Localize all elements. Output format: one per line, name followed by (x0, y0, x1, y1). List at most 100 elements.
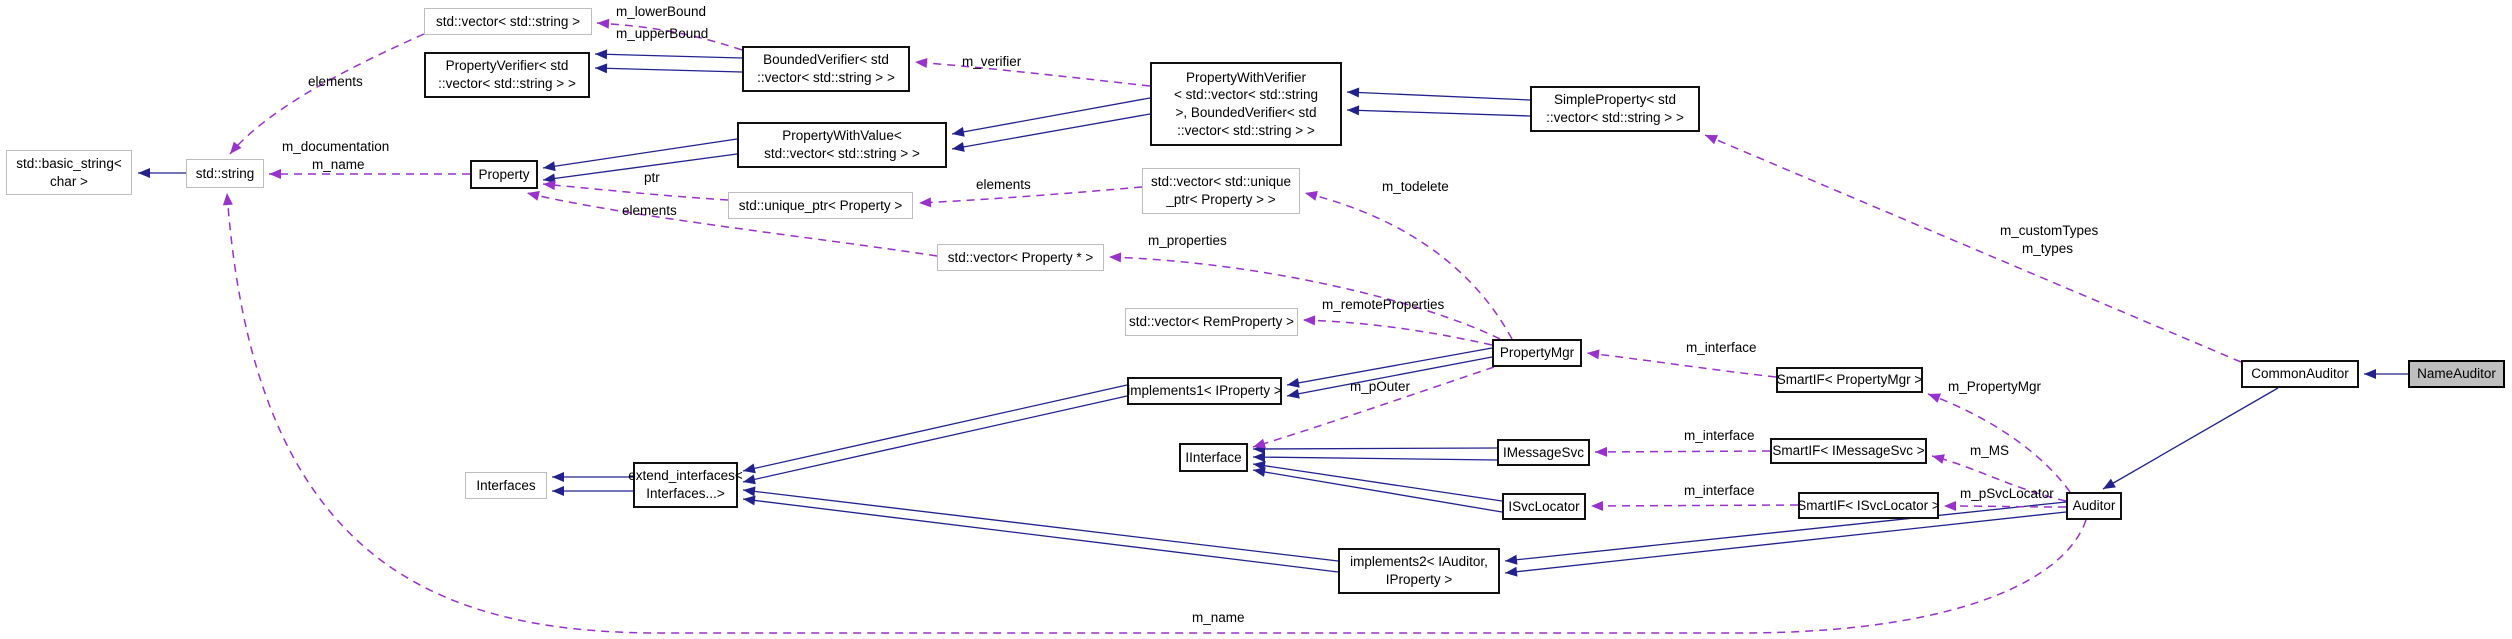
node-isvclocator[interactable]: ISvcLocator (1502, 493, 1586, 520)
edge-label-elements-strings: elements (308, 74, 363, 89)
edge-label-m-interface-imessagesvc: m_interface (1684, 428, 1755, 443)
node-smartif-propertymgr[interactable]: SmartIF< PropertyMgr > (1776, 367, 1923, 393)
node-name-auditor: NameAuditor (2408, 360, 2505, 388)
edge-elements-vecpropptr-to-property (526, 191, 938, 257)
node-label: Property (478, 166, 530, 182)
node-label: IInterface (1185, 449, 1242, 465)
edge-implements2-to-extendinterfaces-1 (742, 486, 1339, 562)
edge-imessagesvc-to-iinterface-2 (1252, 452, 1498, 463)
node-property-with-value[interactable]: PropertyWithValue< std::vector< std::str… (737, 122, 947, 168)
node-label: std::vector< std::string > (435, 13, 581, 29)
edge-implements1-to-extendinterfaces-1 (742, 384, 1128, 474)
edge-mproperties-propertymgr-to-vecpropptr (1108, 252, 1501, 340)
edge-isvclocator-to-iinterface-1 (1252, 460, 1503, 502)
node-bounded-verifier[interactable]: BoundedVerifier< std ::vector< std::stri… (742, 46, 910, 92)
node-label: std::basic_string< (16, 155, 122, 171)
edge-mcustomtypes-commonauditor-to-simpleproperty (1704, 134, 2242, 363)
edge-label-m-types: m_types (2022, 241, 2074, 256)
node-label: BoundedVerifier< std (763, 52, 889, 68)
node-label: IProperty > (1385, 572, 1453, 587)
node-std-basic-string: std::basic_string< char > (6, 150, 132, 195)
edge-propertywithvalue-to-property-1 (542, 138, 738, 172)
node-property-with-verifier[interactable]: PropertyWithVerifier < std::vector< std:… (1150, 62, 1342, 146)
edge-ptr-uniqueptr-to-property (542, 180, 729, 201)
edge-boundedverifier-to-propertyverifier-2 (594, 63, 743, 74)
node-label: implements1< IProperty > (1127, 383, 1282, 399)
edge-mpropertymgr-auditor-to-smartifpm (1927, 393, 2071, 493)
node-common-auditor[interactable]: CommonAuditor (2241, 360, 2359, 388)
node-label: SimpleProperty< std (1554, 92, 1676, 108)
edge-implements1-to-extendinterfaces-2 (742, 395, 1128, 485)
node-label: SmartIF< IMessageSvc > (1772, 443, 1925, 459)
node-property[interactable]: Property (470, 160, 538, 189)
edge-mpouter-propertymgr-to-iinterface (1252, 366, 1495, 449)
edge-label-m-pouter: m_pOuter (1350, 379, 1411, 394)
edge-simpleproperty-to-propertywithverifier-1 (1346, 87, 1531, 101)
node-std-vector-remproperty: std::vector< RemProperty > (1125, 308, 1298, 336)
edge-minterface-smartifms-to-imessagesvc (1594, 446, 1771, 457)
node-label: ISvcLocator (1508, 498, 1580, 514)
edge-label-m-todelete: m_todelete (1382, 179, 1449, 194)
edge-mms-auditor-to-smartifms (1931, 454, 2067, 502)
edge-simpleproperty-to-propertywithverifier-2 (1346, 105, 1531, 117)
node-auditor[interactable]: Auditor (2066, 492, 2122, 520)
node-implements2-iauditor-iproperty[interactable]: implements2< IAuditor, IProperty > (1338, 548, 1500, 594)
node-property-mgr[interactable]: PropertyMgr (1492, 339, 1582, 367)
node-iinterface[interactable]: IInterface (1179, 443, 1248, 472)
node-property-verifier[interactable]: PropertyVerifier< std ::vector< std::str… (424, 52, 590, 98)
node-std-unique-ptr-property: std::unique_ptr< Property > (728, 192, 913, 219)
edge-label-m-interface-propertymgr: m_interface (1686, 340, 1757, 355)
edge-mtodelete-propertymgr-to-vecunique (1304, 191, 1513, 340)
node-extend-interfaces[interactable]: extend_interfaces< Interfaces...> (628, 462, 743, 508)
edge-commonauditor-to-auditor (2102, 387, 2279, 490)
node-label: PropertyWithValue< (782, 128, 902, 144)
edge-bounds-boundedverifier-to-vecstring (596, 18, 743, 51)
node-label: SmartIF< PropertyMgr > (1776, 372, 1923, 388)
node-implements1-iproperty[interactable]: implements1< IProperty > (1127, 377, 1282, 405)
edge-label-m-remoteproperties: m_remoteProperties (1322, 297, 1445, 312)
node-label: _ptr< Property > > (1166, 192, 1276, 207)
node-smartif-imessagesvc[interactable]: SmartIF< IMessageSvc > (1770, 438, 1927, 464)
edge-label-m-psvclocator: m_pSvcLocator (1960, 486, 2054, 501)
node-label: std::vector< RemProperty > (1128, 314, 1295, 330)
edge-label-ptr: ptr (644, 170, 660, 185)
edge-mverifier-propertywithverifier-to-boundedverifier (914, 57, 1151, 87)
node-label: PropertyMgr (1499, 345, 1575, 361)
edge-boundedverifier-to-propertyverifier-1 (594, 49, 743, 60)
edge-label-elements-properties: elements (622, 203, 677, 218)
edge-label-m-name-property: m_name (312, 157, 365, 172)
node-imessagesvc[interactable]: IMessageSvc (1497, 439, 1590, 466)
node-label: Interfaces...> (646, 486, 725, 501)
node-label: ::vector< std::string > > (1177, 122, 1315, 138)
edge-minterface-smartifpm-to-propertymgr (1586, 349, 1777, 378)
node-std-string: std::string (186, 159, 264, 188)
node-label: CommonAuditor (2251, 366, 2349, 382)
node-label: ::vector< std::string > > (757, 70, 895, 85)
node-label: PropertyVerifier< std (445, 58, 569, 74)
edge-mname-auditor-to-stdstring (222, 192, 2087, 634)
node-label: implements2< IAuditor, (1350, 554, 1488, 570)
edge-label-m-documentation: m_documentation (282, 139, 390, 154)
edge-propertymgr-to-implements1-1 (1286, 347, 1493, 388)
edge-auditor-to-implements2-1 (1504, 501, 2067, 565)
node-label: std::vector< std::string > > (764, 146, 920, 161)
node-label: Interfaces (476, 477, 536, 493)
edge-label-m-verifier: m_verifier (962, 54, 1022, 69)
node-interfaces: Interfaces (465, 472, 547, 499)
node-simple-property[interactable]: SimpleProperty< std ::vector< std::strin… (1530, 86, 1700, 132)
node-label: std::vector< std::unique (1151, 174, 1291, 190)
node-label: char > (50, 173, 88, 189)
edge-isvclocator-to-iinterface-2 (1252, 467, 1503, 513)
node-label: SmartIF< ISvcLocator > (1797, 497, 1940, 513)
node-label: PropertyWithVerifier (1185, 69, 1307, 85)
node-label: std::string (195, 165, 255, 181)
node-label: < std::vector< std::string (1173, 87, 1319, 103)
node-smartif-isvclocator[interactable]: SmartIF< ISvcLocator > (1797, 492, 1940, 519)
node-std-vector-property-ptr: std::vector< Property * > (937, 244, 1104, 271)
node-label: std::unique_ptr< Property > (738, 197, 903, 213)
edge-minterface-smartifsl-to-isvclocator (1590, 500, 1799, 511)
edge-label-m-customtypes: m_customTypes (2000, 223, 2099, 238)
node-label: ::vector< std::string > > (1546, 110, 1684, 125)
edge-imessagesvc-to-iinterface-1 (1252, 443, 1498, 454)
